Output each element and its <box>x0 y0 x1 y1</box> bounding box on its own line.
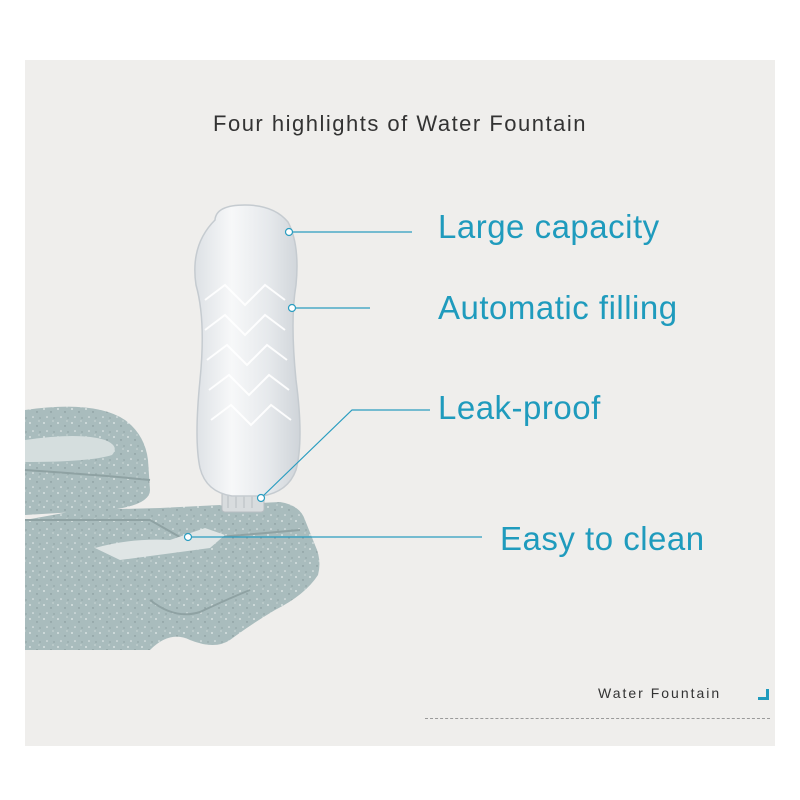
footer-divider <box>425 718 770 719</box>
feature-automatic-filling: Automatic filling <box>438 289 678 326</box>
footer-label: Water Fountain <box>598 685 722 701</box>
feature-leak-proof: Leak-proof <box>438 389 601 426</box>
fountain-bowl <box>24 406 151 515</box>
feature-large-capacity: Large capacity <box>438 208 660 245</box>
page-title: Four highlights of Water Fountain <box>213 111 587 136</box>
feature-easy-to-clean: Easy to clean <box>500 520 705 557</box>
corner-bracket-icon <box>758 689 769 700</box>
fountain-base <box>25 502 320 650</box>
callout-leaders <box>183 227 482 542</box>
water-bottle <box>194 204 301 513</box>
